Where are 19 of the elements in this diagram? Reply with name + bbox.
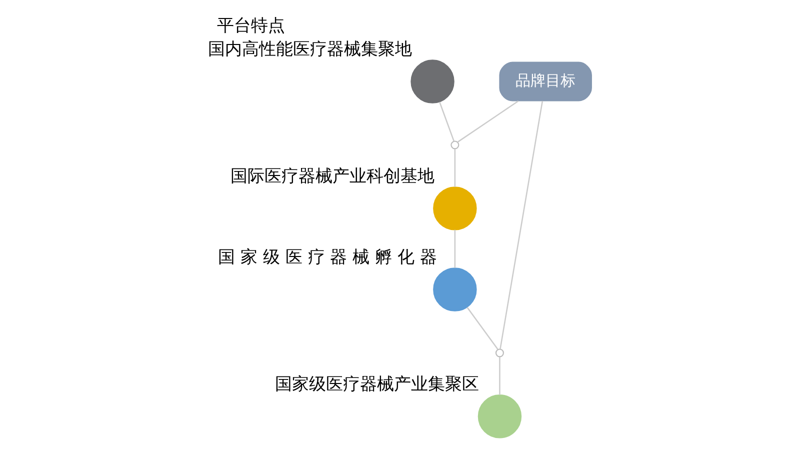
node-circle	[410, 59, 454, 103]
connector	[454, 229, 456, 268]
connector	[439, 101, 455, 141]
node-box: 品牌目标	[499, 61, 592, 101]
connector	[454, 148, 456, 186]
node-label: 国际医疗器械产业科创基地	[230, 166, 434, 186]
node-circle	[478, 394, 522, 438]
connector	[466, 306, 498, 350]
node-label: 国家级医疗器械产业集聚区	[275, 374, 480, 394]
connector	[499, 356, 500, 394]
node-label: 国 家 级 医 疗 器 械 孵 化 器	[218, 247, 437, 268]
node-circle	[450, 140, 460, 149]
node-circle	[433, 186, 477, 230]
connector	[500, 100, 544, 349]
node-circle	[495, 348, 504, 357]
node-circle	[433, 267, 477, 311]
diagram-title: 平台特点	[217, 16, 286, 36]
node-label: 国内高性能医疗器械集聚地	[208, 39, 412, 60]
connector	[457, 100, 519, 142]
